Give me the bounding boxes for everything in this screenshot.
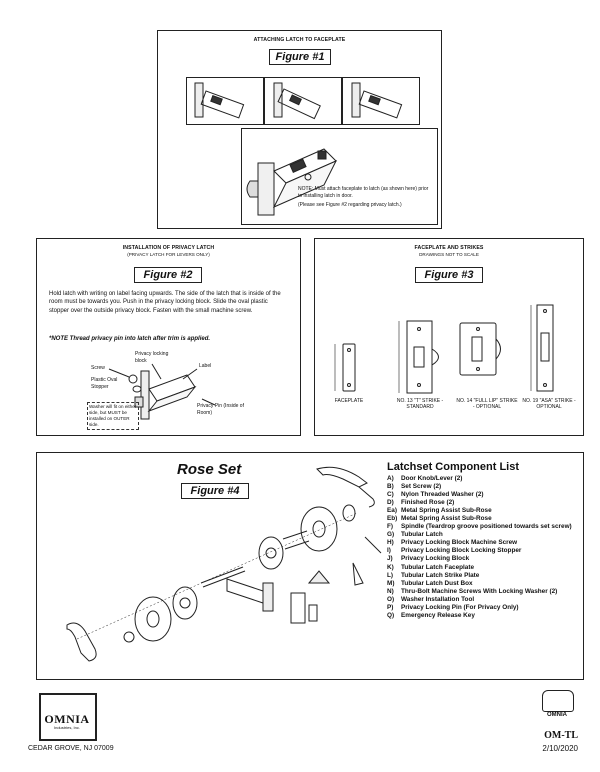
component-item-value: Tubular Latch Strike Plate — [401, 571, 480, 579]
figure4-label: Figure #4 — [181, 483, 249, 499]
figure1-label: Figure #1 — [269, 49, 331, 65]
figure2-privacy-latch-illustration — [108, 363, 216, 420]
component-item-value: Nylon Threaded Washer (2) — [401, 491, 484, 499]
component-list-item: A) Door Knob/Lever (2) — [387, 475, 572, 483]
footer-doc-code: OM-TL — [544, 730, 578, 741]
component-item-key: A) — [387, 475, 394, 482]
strike14-caption: NO. 14 "FULL LIP" STRIKE - OPTIONAL — [456, 398, 518, 410]
component-item-value: Metal Spring Assist Sub-Rose — [401, 507, 492, 515]
strike19-caption: NO. 19 "ASA" STRIKE - OPTIONAL — [522, 398, 576, 410]
figure4-panel: Rose Set Figure #4 — [36, 452, 584, 680]
component-item-value: Tubular Latch Dust Box — [401, 579, 473, 587]
component-item-key: D) — [387, 499, 394, 507]
component-item-key: H) — [387, 539, 394, 547]
figure2-title: INSTALLATION OF PRIVACY LATCH — [122, 245, 215, 251]
component-item-value: Metal Spring Assist Sub-Rose — [401, 515, 492, 523]
component-item-value: Door Knob/Lever (2) — [401, 475, 463, 482]
component-item-value: Privacy Locking Block — [401, 555, 470, 563]
component-item-key: K) — [387, 563, 394, 571]
component-item-key: M) — [387, 579, 395, 587]
figure1-assembled-latch-illustration — [246, 148, 338, 216]
component-item-key: F) — [387, 523, 394, 531]
figure2-callout-stopper: Plastic Oval Stopper — [91, 377, 118, 390]
component-item-value: Privacy Locking Block Locking Stopper — [401, 547, 522, 555]
component-list-item: K) Tubular Latch Faceplate — [387, 564, 572, 572]
component-item-key: B) — [387, 483, 394, 491]
figure3-title: FACEPLATE AND STRIKES — [414, 245, 484, 251]
component-list-item: L) Tubular Latch Strike Plate — [387, 572, 572, 580]
figure1-title: ATTACHING LATCH TO FACEPLATE — [253, 37, 346, 43]
component-item-value: Privacy Locking Pin (For Privacy Only) — [401, 603, 519, 611]
component-list-item: D) Finished Rose (2) — [387, 499, 572, 507]
figure1-latch-steps-illustration — [194, 82, 403, 120]
component-item-value: Emergency Release Key — [401, 611, 475, 619]
component-list-item: Eb)Metal Spring Assist Sub-Rose — [387, 515, 572, 523]
strike13-caption: NO. 13 "T" STRIKE - STANDARD — [396, 398, 444, 410]
figure1-note: NOTE: Must attach faceplate to latch (as… — [298, 186, 433, 209]
component-list-item: N) Thru-Bolt Machine Screws With Locking … — [387, 588, 572, 596]
figure1-note-text: NOTE: Must attach faceplate to latch (as… — [298, 186, 429, 199]
figure2-subtitle: (PRIVACY LATCH FOR LEVERS ONLY) — [127, 252, 210, 257]
component-list-item: F) Spindle (Teardrop groove positioned to… — [387, 523, 572, 531]
figure3-panel: FACEPLATE AND STRIKES DRAWINGS NOT TO SC… — [314, 238, 584, 436]
component-item-key: Ea) — [387, 507, 397, 515]
footer-date: 2/10/2020 — [542, 744, 578, 753]
component-item-key: N) — [387, 587, 394, 595]
figure4-exploded-view-illustration — [66, 466, 382, 662]
figure3-label: Figure #3 — [415, 267, 483, 283]
component-item-value: Finished Rose (2) — [401, 499, 455, 507]
component-list-item: M) Tubular Latch Dust Box — [387, 580, 572, 588]
figure2-panel: INSTALLATION OF PRIVACY LATCH (PRIVACY L… — [36, 238, 301, 436]
component-list-item: I) Privacy Locking Block Locking Stopper — [387, 547, 572, 555]
component-list-item: B) Set Screw (2) — [387, 483, 572, 491]
footer-address: CEDAR GROVE, NJ 07009 — [28, 745, 114, 752]
component-list-item: J) Privacy Locking Block — [387, 555, 572, 563]
component-item-key: I) — [387, 547, 391, 555]
footer-brand-right-icon — [542, 690, 574, 712]
component-item-key: C) — [387, 491, 394, 499]
figure2-callout-label: Label — [199, 363, 212, 369]
figure2-instructions: Hold latch with writing on label facing … — [49, 291, 281, 314]
component-item-value: Thru-Bolt Machine Screws With Locking Wa… — [401, 587, 558, 595]
component-item-value: Tubular Latch Faceplate — [401, 563, 475, 571]
component-list-item: O) Washer Installation Tool — [387, 596, 572, 604]
component-list-item: H) Privacy Locking Block Machine Screw — [387, 539, 572, 547]
figure2-callout-washer: Washer will fit on either side, but MUST… — [87, 402, 139, 430]
component-item-value: Tubular Latch — [401, 531, 443, 539]
footer-brand-right: OMNIA — [547, 712, 567, 718]
figure2-callout-pin: Privacy Pin (Inside of Room) — [197, 403, 244, 416]
footer-logo-subtext: Industries, Inc. — [53, 725, 80, 730]
component-list-item: C) Nylon Threaded Washer (2) — [387, 491, 572, 499]
component-list-item: Q) Emergency Release Key — [387, 612, 572, 620]
component-item-key: Q) — [387, 611, 395, 619]
component-item-value: Spindle (Teardrop groove positioned towa… — [401, 523, 572, 531]
figure3-strikes-illustration — [334, 304, 554, 394]
component-item-key: J) — [387, 555, 393, 563]
figure2-callout-screw: Screw — [91, 365, 105, 371]
figure2-note: *NOTE Thread privacy pin into latch afte… — [49, 336, 211, 342]
component-list-item: Ea) Metal Spring Assist Sub-Rose — [387, 507, 572, 515]
component-item-key: O) — [387, 595, 395, 603]
component-item-value: Washer Installation Tool — [401, 595, 475, 603]
figure3-subtitle: DRAWINGS NOT TO SCALE — [419, 252, 479, 257]
figure1-panel: ATTACHING LATCH TO FACEPLATE Figure #1 — [157, 30, 442, 229]
figure1-note-text-2: (Please see Figure #2 regarding privacy … — [298, 202, 402, 208]
component-list-title: Latchset Component List — [387, 461, 520, 473]
component-list-item: G) Tubular Latch — [387, 531, 572, 539]
component-item-key: L) — [387, 571, 394, 579]
figure2-callout-privacy-block: Privacy locking block — [135, 351, 169, 364]
component-item-key: G) — [387, 531, 395, 539]
component-list: A) Door Knob/Lever (2) B) Set Screw (2) C) Ny… — [387, 475, 572, 620]
component-item-value: Set Screw (2) — [401, 483, 442, 491]
footer-logo-text: OMNIA — [44, 712, 90, 726]
faceplate-caption: FACEPLATE — [334, 398, 364, 404]
figure2-label: Figure #2 — [134, 267, 202, 283]
component-item-key: Eb) — [387, 515, 398, 523]
footer-logo-box — [39, 693, 97, 741]
component-item-key: P) — [387, 603, 394, 611]
figure4-title: Rose Set — [177, 461, 242, 478]
component-list-item: P) Privacy Locking Pin (For Privacy Only) — [387, 604, 572, 612]
component-item-value: Privacy Locking Block Machine Screw — [401, 539, 518, 547]
